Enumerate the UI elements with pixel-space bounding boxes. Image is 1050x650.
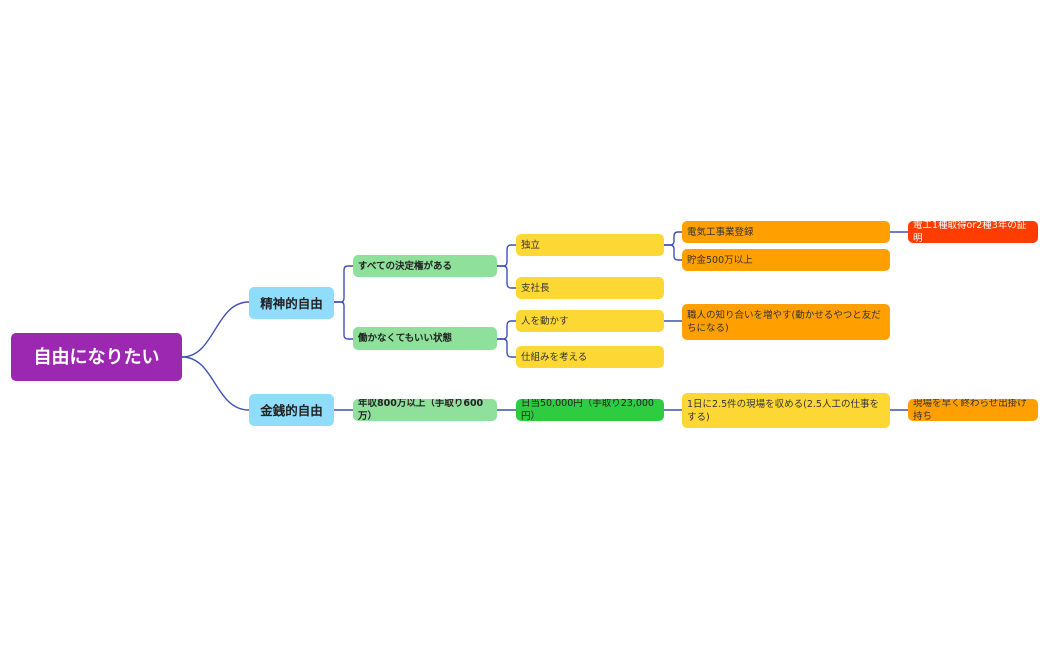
link-spiritual-authority <box>334 265 353 303</box>
node-authority[interactable]: すべての決定権がある <box>353 255 497 277</box>
node-branch-manager[interactable]: 支社長 <box>516 277 664 299</box>
node-independence[interactable]: 独立 <box>516 234 664 256</box>
link-independence-registration <box>664 231 682 246</box>
node-think-system[interactable]: 仕組みを考える <box>516 346 664 368</box>
link-authority-manager <box>497 265 516 289</box>
root-node[interactable]: 自由になりたい <box>11 333 182 381</box>
node-income[interactable]: 年収800万以上（手取り600万） <box>353 399 497 421</box>
node-license[interactable]: 電工1種取得or2種3年の証明 <box>908 221 1038 243</box>
link-nowork-think <box>497 338 516 358</box>
node-finish[interactable]: 現場を早く終わらせ出掛け持ち <box>908 399 1038 421</box>
node-savings[interactable]: 貯金500万以上 <box>682 249 890 271</box>
link-nowork-move <box>497 320 516 340</box>
node-sites[interactable]: 1日に2.5件の現場を収める(2.5人工の仕事をする) <box>682 393 890 428</box>
node-financial-freedom[interactable]: 金銭的自由 <box>249 394 334 426</box>
node-acquaintances[interactable]: 職人の知り合いを増やす(動かせるやつと友だちになる) <box>682 304 890 340</box>
link-authority-independence <box>497 244 516 267</box>
node-move-people[interactable]: 人を動かす <box>516 310 664 332</box>
link-spiritual-nowork <box>334 301 353 340</box>
link-root-financial <box>181 356 250 411</box>
link-root-spiritual <box>181 301 250 358</box>
link-independence-savings <box>664 244 682 261</box>
node-no-work[interactable]: 働かなくてもいい状態 <box>353 327 497 350</box>
node-registration[interactable]: 電気工事業登録 <box>682 221 890 243</box>
node-daily-wage[interactable]: 日当50,000円（手取り23,000円） <box>516 399 664 421</box>
node-spiritual-freedom[interactable]: 精神的自由 <box>249 287 334 319</box>
